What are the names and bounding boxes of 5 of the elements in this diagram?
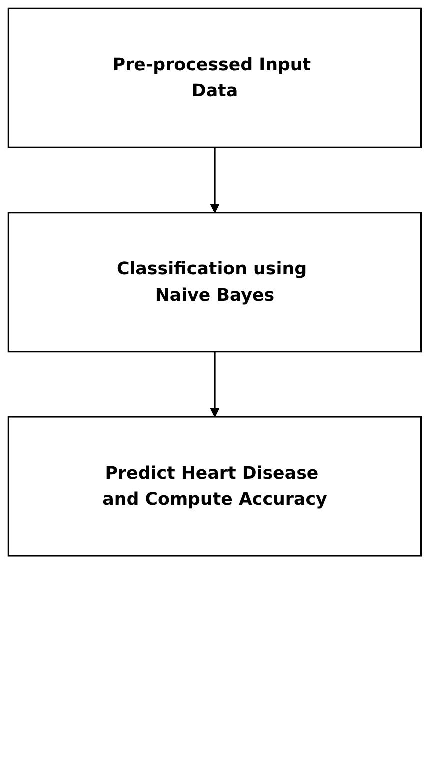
node-box: Classification using Naive Bayes <box>8 212 422 353</box>
arrow <box>210 148 220 214</box>
node-box: Pre-processed Input Data <box>8 8 422 148</box>
node-box: Predict Heart Disease and Compute Accuracy <box>8 416 422 557</box>
arrow <box>210 352 220 418</box>
